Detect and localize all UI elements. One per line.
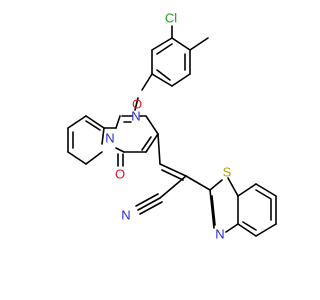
atom-chlorine: Cl bbox=[165, 11, 177, 26]
atom-nitrile-nitrogen: N bbox=[121, 208, 130, 223]
bond-nitrile-triple-1 bbox=[137, 197, 161, 211]
bond-vinyl-double-inner bbox=[161, 169, 184, 181]
benzothiazole-ring bbox=[209, 177, 277, 237]
pyridine-ring bbox=[67, 115, 117, 165]
bond-vinyl-double bbox=[159, 163, 187, 177]
molecule-canvas: Cl O N N O S N N bbox=[67, 11, 277, 242]
structure-drawing: Cl O N N O S N N bbox=[67, 11, 277, 242]
bond-vinyl-nitrile bbox=[159, 175, 187, 199]
atom-pyrimidine-nitrogen: N bbox=[131, 109, 140, 124]
pyrimidinone-ring bbox=[115, 97, 159, 153]
bond-ring-methyl bbox=[189, 37, 209, 51]
atom-bridgehead-nitrogen: N bbox=[105, 131, 114, 146]
bond-nitrile-triple-2 bbox=[135, 193, 159, 207]
atom-ether-oxygen: O bbox=[132, 97, 142, 112]
bond-nitrile-triple-3 bbox=[139, 201, 163, 215]
bond-ring-ether-oxygen bbox=[141, 73, 153, 91]
chloromethylphenyl-ring bbox=[151, 37, 191, 87]
bond-ring-vinyl bbox=[157, 133, 161, 165]
atom-thiazole-nitrogen: N bbox=[215, 227, 224, 242]
atom-keto-oxygen: O bbox=[115, 167, 125, 182]
atom-sulfur: S bbox=[223, 165, 232, 180]
bond-vinyl-thiazole bbox=[185, 175, 211, 191]
